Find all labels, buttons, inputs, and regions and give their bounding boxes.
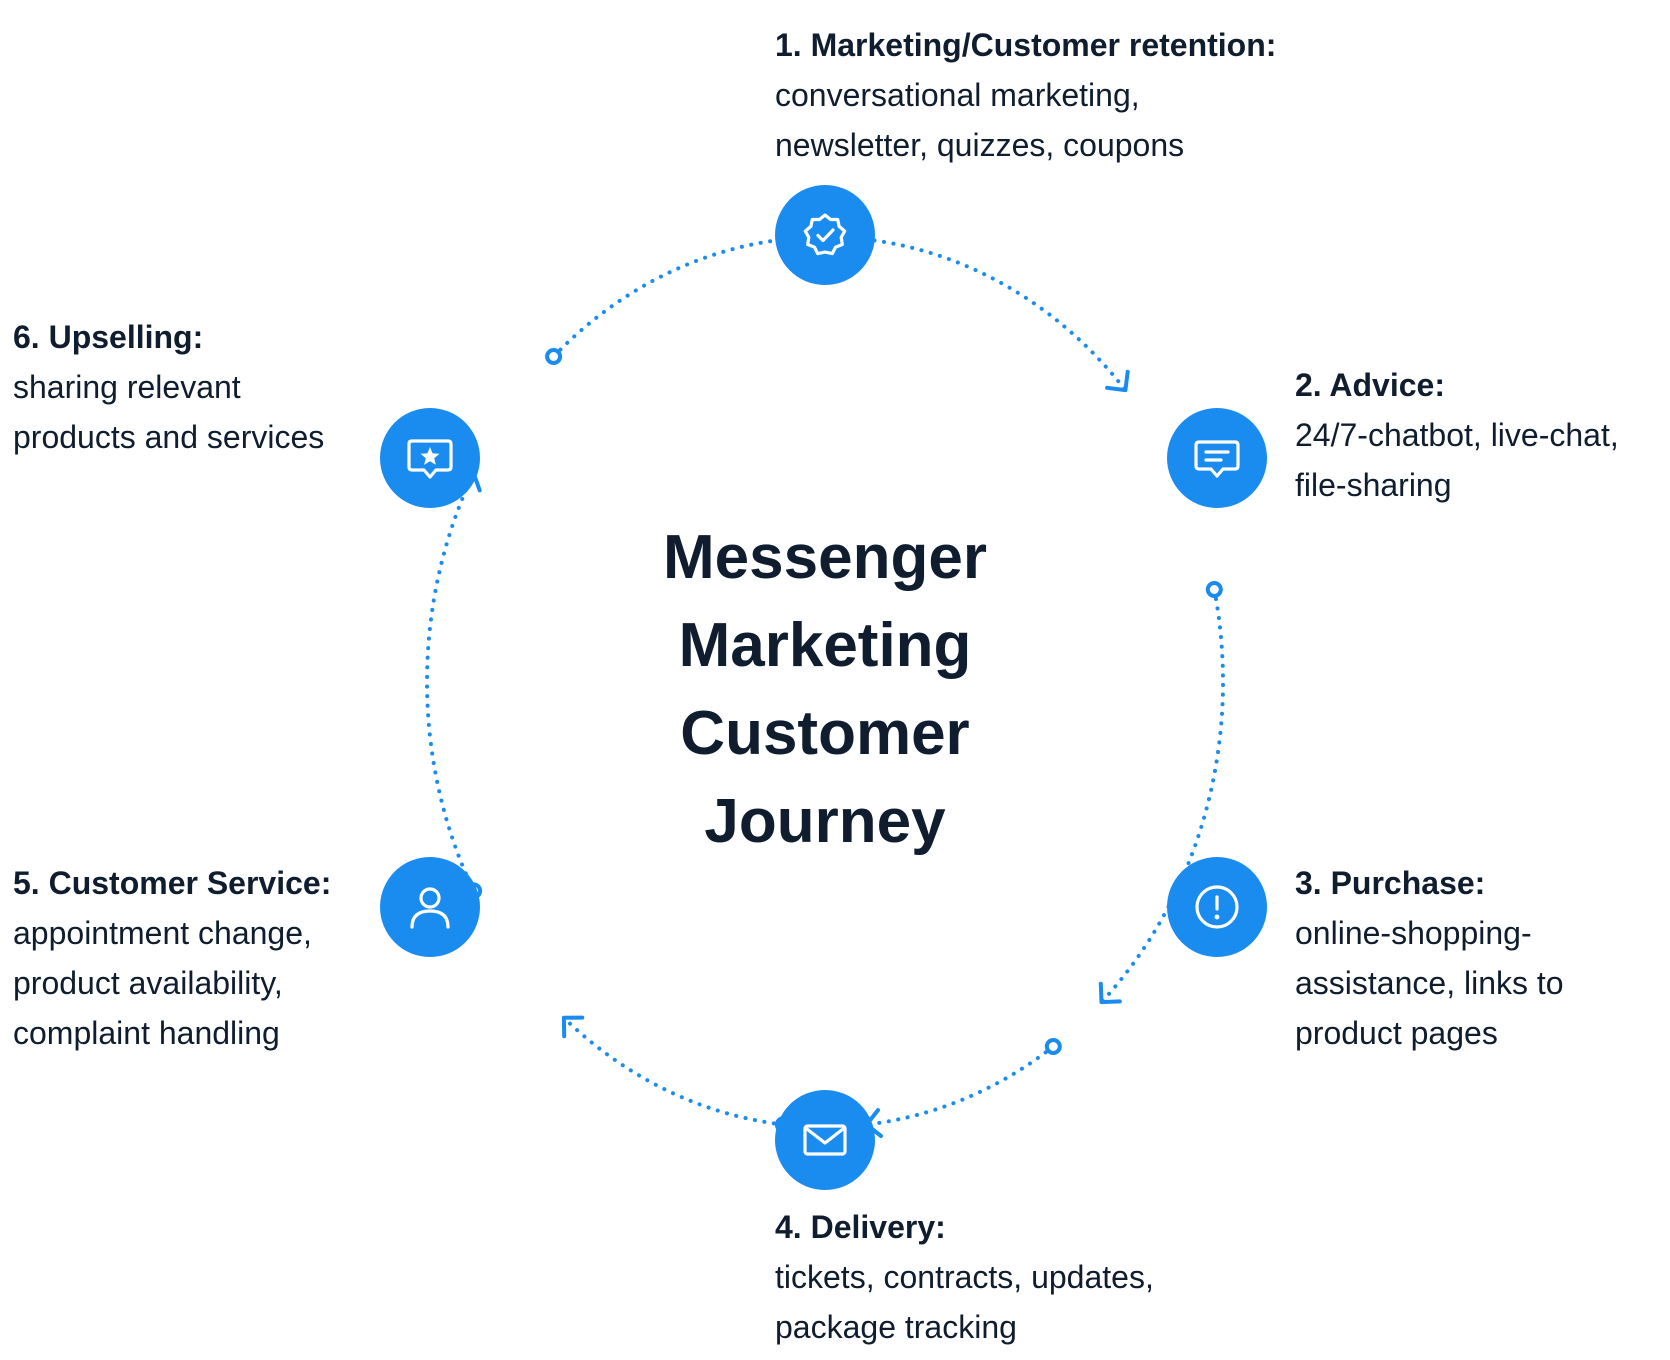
step-3-desc-line: product pages xyxy=(1295,1015,1498,1051)
chat-message-icon xyxy=(1194,440,1240,478)
connector-6-to-1-start-dot xyxy=(545,348,563,365)
step-5-label: 5. Customer Service: appointment change,… xyxy=(13,858,331,1058)
step-2-title: 2. Advice: xyxy=(1295,367,1445,403)
step-5-desc-line: product availability, xyxy=(13,965,283,1001)
step-1-desc-line: conversational marketing, xyxy=(775,77,1140,113)
step-2-node xyxy=(1167,408,1267,508)
step-6-desc-line: sharing relevant xyxy=(13,369,241,405)
step-3-desc-line: assistance, links to xyxy=(1295,965,1564,1001)
step-2-label: 2. Advice: 24/7-chatbot, live-chat, file… xyxy=(1295,360,1619,510)
step-5-title: 5. Customer Service: xyxy=(13,865,332,901)
connector-1-to-2-arrowhead xyxy=(1105,369,1130,393)
connector-2-to-3 xyxy=(1099,587,1225,1005)
step-3-title: 3. Purchase: xyxy=(1295,865,1486,901)
connector-3-to-4 xyxy=(864,1044,1056,1127)
step-1-label: 1. Marketing/Customer retention: convers… xyxy=(775,20,1276,170)
step-5-desc-line: appointment change, xyxy=(13,915,312,951)
step-2-desc-line: file-sharing xyxy=(1295,467,1452,503)
mail-icon xyxy=(803,1124,847,1156)
step-6-desc-line: products and services xyxy=(13,419,325,455)
step-4-node xyxy=(775,1090,875,1190)
connector-1-to-2 xyxy=(843,235,1128,393)
user-icon xyxy=(410,887,450,929)
step-1-title: 1. Marketing/Customer retention: xyxy=(775,27,1277,63)
connector-5-to-6 xyxy=(425,471,476,893)
step-6-title: 6. Upselling: xyxy=(13,319,204,355)
step-3-node xyxy=(1167,857,1267,957)
step-1-node xyxy=(775,185,875,285)
connector-2-to-3-arrowhead xyxy=(1098,981,1122,1005)
step-4-title: 4. Delivery: xyxy=(775,1209,946,1245)
step-4-desc-line: package tracking xyxy=(775,1309,1017,1345)
center-title: Messenger Marketing Customer Journey xyxy=(663,523,987,856)
verified-badge-icon xyxy=(803,213,847,256)
step-2-desc-line: 24/7-chatbot, live-chat, xyxy=(1295,417,1619,453)
connector-4-to-5-arrowhead xyxy=(561,1015,585,1039)
alert-circle-icon xyxy=(1195,885,1239,929)
step-4-desc-line: tickets, contracts, updates, xyxy=(775,1259,1154,1295)
step-6-label: 6. Upselling: sharing relevant products … xyxy=(13,312,324,462)
connector-4-to-5 xyxy=(561,1015,786,1127)
star-message-icon xyxy=(407,439,453,479)
connector-6-to-1 xyxy=(551,236,800,359)
connector-2-to-3-start-dot xyxy=(1205,581,1223,598)
step-3-desc-line: online-shopping- xyxy=(1295,915,1532,951)
step-4-label: 4. Delivery: tickets, contracts, updates… xyxy=(775,1202,1154,1352)
step-6-node xyxy=(380,408,480,508)
step-5-desc-line: complaint handling xyxy=(13,1015,280,1051)
step-3-label: 3. Purchase: online-shopping- assistance… xyxy=(1295,858,1564,1058)
connector-3-to-4-start-dot xyxy=(1044,1038,1062,1055)
step-1-desc-line: newsletter, quizzes, coupons xyxy=(775,127,1185,163)
step-5-node xyxy=(380,857,480,957)
